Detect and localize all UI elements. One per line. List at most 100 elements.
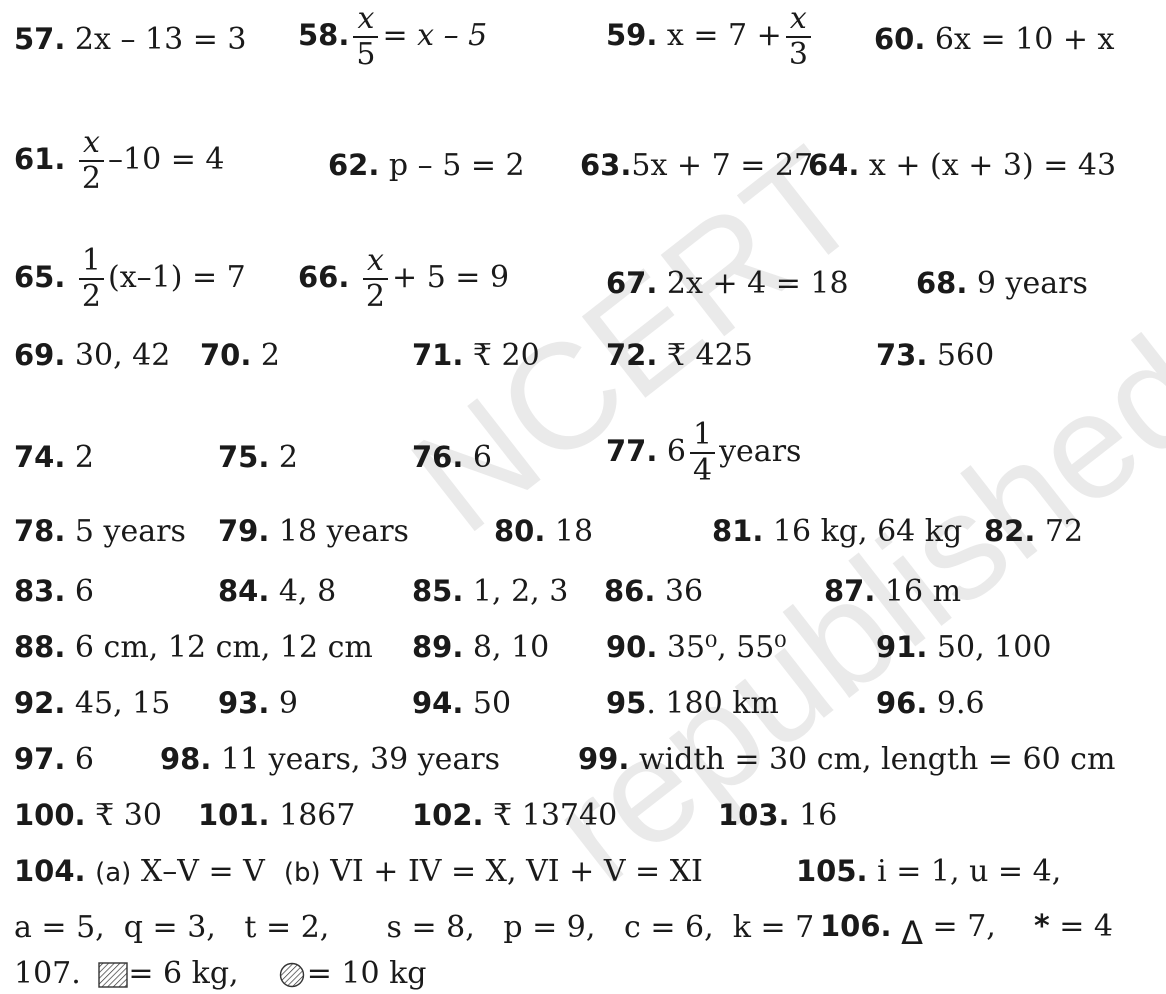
hatched-circle-icon: [279, 962, 304, 988]
question-number: 90.: [606, 630, 658, 664]
answer-text: 6 cm, 12 cm, 12 cm: [74, 630, 373, 665]
question-number: 62.: [328, 148, 380, 182]
answer-101: 101. 1867: [198, 798, 355, 833]
question-number: 72.: [606, 338, 658, 372]
answer-text: + 5 = 9: [392, 260, 510, 295]
question-number: 71.: [412, 338, 464, 372]
answer-96: 96. 9.6: [876, 686, 985, 721]
answer-text: 50, 100: [936, 630, 1052, 665]
answer-75: 75. 2: [218, 440, 298, 475]
question-number: 77.: [606, 434, 658, 468]
question-number: 70.: [200, 338, 252, 372]
question-number: 64.: [808, 148, 860, 182]
answer-text: . 180 km: [646, 686, 779, 721]
answer-text: 6: [472, 440, 493, 475]
question-number: 59.: [606, 18, 658, 52]
answer-text: 5x + 7 = 27: [631, 148, 814, 183]
question-number: 91.: [876, 630, 928, 664]
answer-text: 9 years: [976, 266, 1088, 301]
answer-74: 74. 2: [14, 440, 94, 475]
answer-106: 106. Δ = 7, * = 4: [820, 906, 1113, 952]
answer-text: 6x = 10 + x: [934, 22, 1115, 57]
answer-88: 88. 6 cm, 12 cm, 12 cm: [14, 630, 373, 665]
answer-67: 67. 2x + 4 = 18: [606, 266, 849, 301]
answer-text: p – 5 = 2: [388, 148, 525, 183]
answer-63: 63.5x + 7 = 27: [580, 148, 813, 183]
question-number: 99.: [578, 742, 630, 776]
question-number: 97.: [14, 742, 66, 776]
answer-76: 76. 6: [412, 440, 492, 475]
question-number: 98.: [160, 742, 212, 776]
answer-62: 62. p – 5 = 2: [328, 148, 525, 183]
question-number: 63.: [580, 148, 632, 182]
question-number: 92.: [14, 686, 66, 720]
answer-text: 11 years, 39 years: [220, 742, 501, 777]
question-number: 95: [606, 686, 647, 720]
answer-81: 81. 16 kg, 64 kg: [712, 514, 962, 549]
question-number: 68.: [916, 266, 968, 300]
question-number: 85.: [412, 574, 464, 608]
question-number: 57.: [14, 22, 66, 56]
question-number: 101.: [198, 798, 270, 832]
answer-text: –10 = 4: [108, 142, 225, 177]
question-number: 102.: [412, 798, 484, 832]
triangle-symbol: Δ: [901, 914, 923, 952]
question-number: 67.: [606, 266, 658, 300]
answer-103: 103. 16: [718, 798, 837, 833]
answer-text: 16 m: [884, 574, 962, 609]
answer-text: 2x + 4 = 18: [666, 266, 849, 301]
question-number: 105.: [796, 854, 868, 888]
answer-text: 18 years: [278, 514, 409, 549]
part-b-text: VI + IV = X, VI + V = XI: [330, 854, 703, 889]
question-number: 94.: [412, 686, 464, 720]
question-number: 65.: [14, 260, 66, 294]
question-number: 87.: [824, 574, 876, 608]
answer-text: 5 years: [74, 514, 186, 549]
answer-text: ₹ 20: [472, 338, 540, 373]
answer-text: 72: [1044, 514, 1084, 549]
question-number: 60.: [874, 22, 926, 56]
answer-79: 79. 18 years: [218, 514, 409, 549]
answer-95: 95. 180 km: [606, 686, 779, 721]
question-number: 88.: [14, 630, 66, 664]
question-number: 93.: [218, 686, 270, 720]
answer-text: width = 30 cm, length = 60 cm: [638, 742, 1116, 777]
answer-text: 2: [74, 440, 95, 475]
question-number: 84.: [218, 574, 270, 608]
answer-text: ₹ 425: [666, 338, 753, 373]
question-number: 66.: [298, 260, 350, 294]
answer-68: 68. 9 years: [916, 266, 1088, 301]
question-number: 82.: [984, 514, 1036, 548]
answer-70: 70. 2: [200, 338, 280, 373]
answer-84: 84. 4, 8: [218, 574, 336, 609]
answer-text: a = 5, q = 3, t = 2, s = 8, p = 9, c = 6…: [14, 910, 815, 945]
answer-71: 71. ₹ 20: [412, 338, 540, 373]
question-number: 75.: [218, 440, 270, 474]
answer-93: 93. 9: [218, 686, 298, 721]
hatched-square-icon: [98, 962, 129, 988]
answer-text: 16 kg, 64 kg: [772, 514, 963, 549]
answer-text: 2: [278, 440, 299, 475]
answer-87: 87. 16 m: [824, 574, 961, 609]
answer-73: 73. 560: [876, 338, 994, 373]
answer-99: 99. width = 30 cm, length = 60 cm: [578, 742, 1115, 777]
answer-text: i = 1, u = 4,: [877, 854, 1062, 889]
answer-85: 85. 1, 2, 3: [412, 574, 568, 609]
answer-78: 78. 5 years: [14, 514, 186, 549]
answer-text: 9.6: [936, 686, 985, 721]
answer-82: 82. 72: [984, 514, 1083, 549]
answer-text: 45, 15: [74, 686, 171, 721]
question-number: 81.: [712, 514, 764, 548]
answer-100: 100. ₹ 30: [14, 798, 162, 833]
answer-64: 64. x + (x + 3) = 43: [808, 148, 1116, 183]
answer-text: x + (x + 3) = 43: [868, 148, 1117, 183]
question-number: 89.: [412, 630, 464, 664]
question-number: 78.: [14, 514, 66, 548]
